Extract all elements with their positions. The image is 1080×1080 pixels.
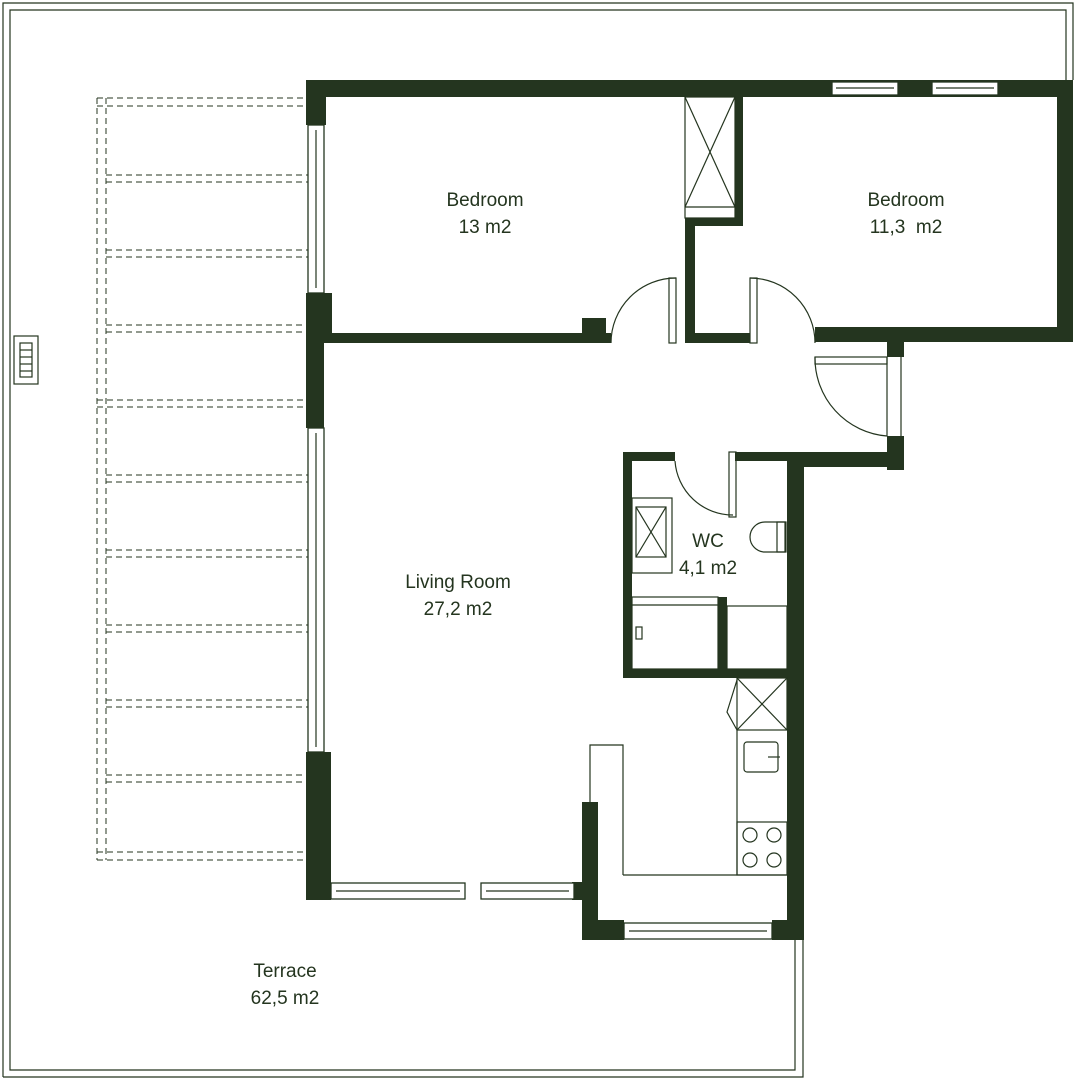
room-label-terrace: Terrace [253,961,316,982]
room-label-bedroom-1: Bedroom [446,190,523,211]
room-area-terrace: 62,5 m2 [251,988,320,1009]
walls [306,80,1073,940]
wardrobe [684,96,736,219]
room-area-bedroom-1: 13 m2 [459,217,512,238]
room-label-bedroom-2: Bedroom [867,190,944,211]
pergola-outline [96,97,308,861]
room-area-bedroom-2: 11,3 m2 [870,217,943,238]
drain-icon [13,335,39,385]
windows [307,81,999,940]
room-area-wc: 4,1 m2 [679,558,737,579]
kitchen [589,677,788,876]
room-area-living-room: 27,2 m2 [424,599,493,620]
doors [610,277,902,518]
room-label-wc: WC [692,531,724,552]
wc-fixtures [631,497,788,670]
room-label-living-room: Living Room [405,572,511,593]
